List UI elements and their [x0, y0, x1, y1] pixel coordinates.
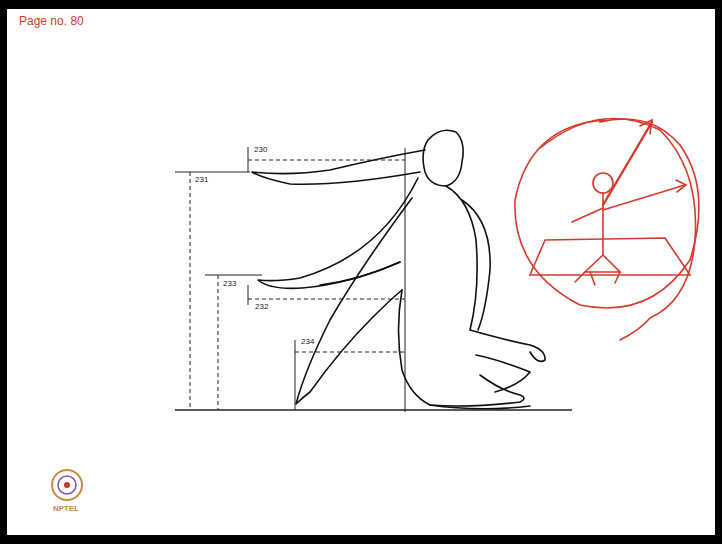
- dimension-number: 230: [253, 146, 268, 154]
- dimension-lines: [175, 147, 572, 412]
- dimension-number: 234: [300, 338, 315, 346]
- dimension-number: 231: [194, 176, 209, 184]
- nptel-logo: [52, 470, 82, 500]
- page-number: Page no. 80: [18, 15, 85, 27]
- dimension-number: 233: [222, 280, 237, 288]
- seated-figure: [252, 130, 545, 409]
- logo-text: NPTEL: [52, 505, 80, 513]
- dimension-number: 232: [254, 303, 269, 311]
- red-sketch: [515, 118, 699, 340]
